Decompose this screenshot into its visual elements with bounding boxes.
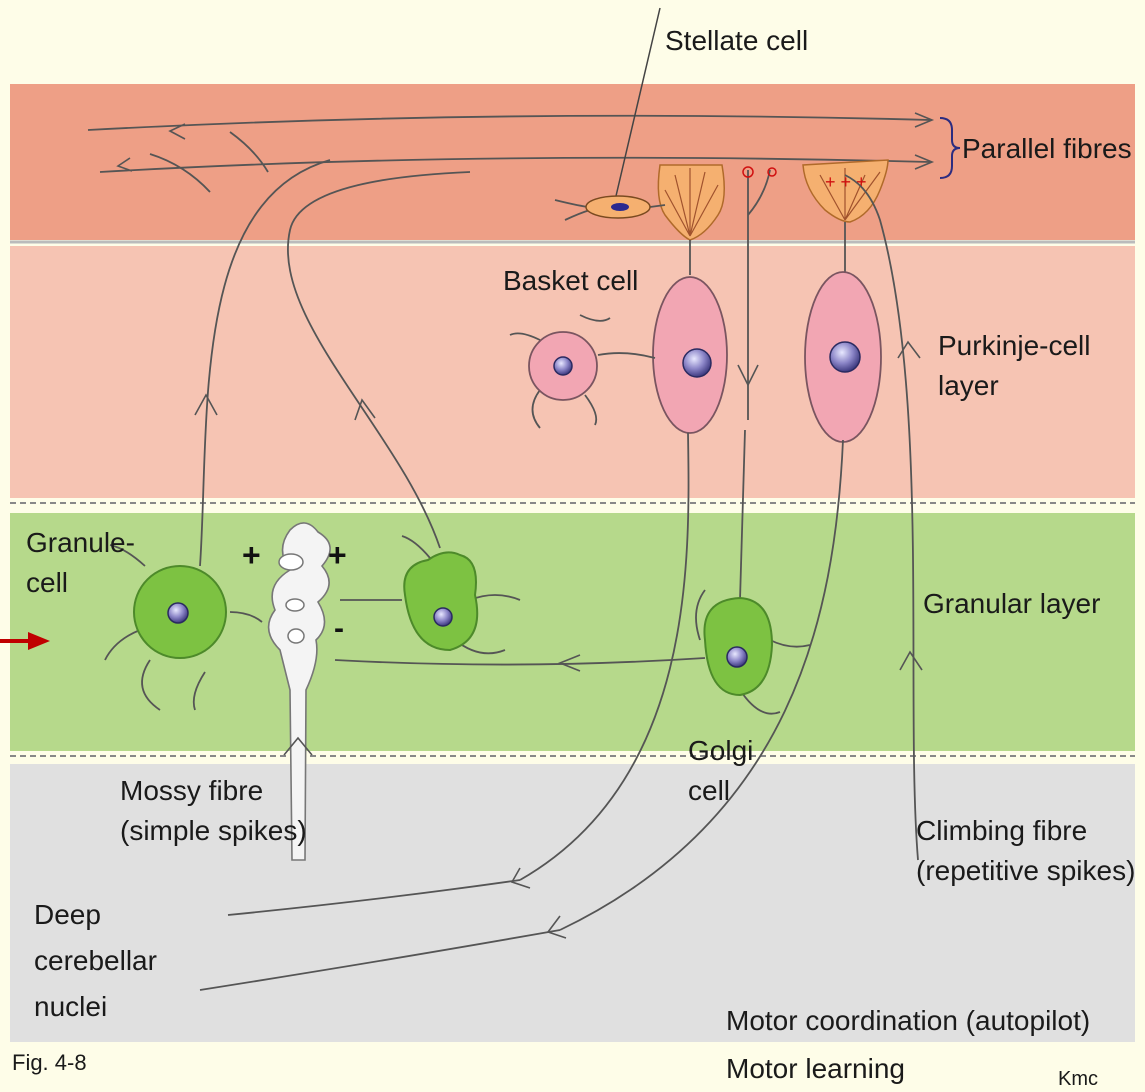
parallel-fibres xyxy=(87,112,961,193)
granule-cell xyxy=(104,544,263,711)
granular-layer-label: Granular layer xyxy=(923,588,1100,619)
climbing-fibre-label-line2: (repetitive spikes) xyxy=(916,855,1135,886)
granule-cell-label-line1: Granule- xyxy=(26,527,135,558)
climbing-fibre-label-line1: Climbing fibre xyxy=(916,815,1087,846)
purkinje-cell-2: + + + xyxy=(546,159,889,939)
golgi-cell-label-line1: Golgi xyxy=(688,735,753,766)
deep-nuclei-label-line2: cerebellar xyxy=(34,945,157,976)
stellate-cell xyxy=(554,7,666,221)
golgi-cell-label-line2: cell xyxy=(688,775,730,806)
parallel-fibres-label: Parallel fibres xyxy=(962,133,1132,164)
deep-nuclei-output-1 xyxy=(227,879,521,916)
svg-text:-: - xyxy=(334,612,344,645)
deep-nuclei-label-line3: nuclei xyxy=(34,991,107,1022)
mossy-fibre-label-line1: Mossy fibre xyxy=(120,775,263,806)
granule-axon-1 xyxy=(199,159,331,567)
basket-cell-label: Basket cell xyxy=(503,265,638,296)
svg-text:+: + xyxy=(328,537,347,573)
purkinje-layer-label-line1: Purkinje-cell xyxy=(938,330,1091,361)
motor-coordination-label: Motor coordination (autopilot) xyxy=(726,1005,1090,1036)
granule-axon-2 xyxy=(287,171,471,549)
svg-text:+ + +: + + + xyxy=(825,172,867,192)
mossy-fibre: + + - xyxy=(242,522,347,861)
granule-cell-2 xyxy=(340,535,521,655)
white-matter-band xyxy=(10,764,1135,1042)
climbing-fibre xyxy=(844,174,919,861)
figure-number: Fig. 4-8 xyxy=(12,1050,87,1075)
red-indicator-arrow xyxy=(0,632,50,650)
deep-nuclei-output-2 xyxy=(199,929,561,991)
motor-learning-label: Motor learning xyxy=(726,1053,905,1084)
molecular-layer-band xyxy=(10,84,1135,240)
author-credit: Kmc xyxy=(1058,1068,1098,1090)
purkinje-layer-label-line2: layer xyxy=(938,370,999,401)
svg-text:+: + xyxy=(242,537,261,573)
mossy-fibre-label-line2: (simple spikes) xyxy=(120,815,307,846)
granule-cell-nucleus xyxy=(167,602,189,624)
stellate-cell-label: Stellate cell xyxy=(665,25,808,56)
parallel-fibres-brace xyxy=(939,117,961,179)
granule-cell-label-line2: cell xyxy=(26,567,68,598)
basket-cell xyxy=(509,314,656,429)
deep-nuclei-label-line1: Deep xyxy=(34,899,101,930)
golgi-cell xyxy=(334,429,811,715)
